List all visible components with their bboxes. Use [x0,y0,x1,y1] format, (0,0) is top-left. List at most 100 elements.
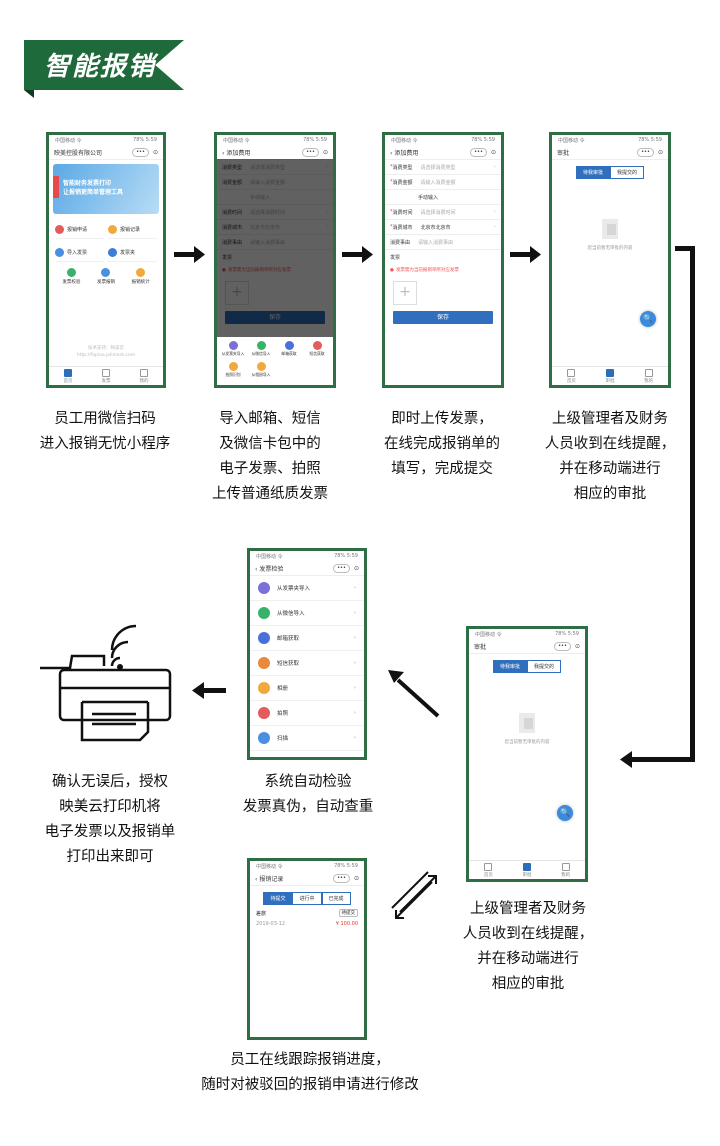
sheet-wechat[interactable]: 从微信导入 [247,341,275,360]
list-item-folder[interactable]: 从发票夹导入› [250,576,364,601]
field-label: 消费金额 [392,179,413,186]
close-icon[interactable]: ⊙ [353,564,359,572]
menu-folder[interactable]: 发票夹 [108,243,157,262]
modal-overlay[interactable] [217,159,333,337]
caption-line: 员工用微信扫码 [54,411,156,427]
tab-done[interactable]: 已完成 [321,892,351,905]
list-item-camera[interactable]: 拍照› [250,701,364,726]
status-left: 中国移动 令 [256,863,283,870]
record-row[interactable]: 差旅待提交 [250,905,364,921]
close-icon[interactable]: ⊙ [490,148,496,156]
list-item-wechat[interactable]: 从微信导入 › [250,601,364,626]
field-reason[interactable]: 消费事由请输入消费事由 [385,235,501,250]
list-item-album[interactable]: 相册› [250,676,364,701]
sheet-sms[interactable]: 短信获取 [303,341,331,360]
list-item-email[interactable]: 邮箱获取› [250,626,364,651]
more-icon[interactable]: ••• [132,147,149,157]
tab-approval[interactable]: 审批 [522,862,531,878]
more-icon[interactable]: ••• [470,147,487,157]
tab-draft[interactable]: 待提交 [263,892,293,905]
more-icon[interactable]: ••• [333,563,350,573]
sheet-folder[interactable]: 从发票夹导入 [219,341,247,360]
search-icon[interactable]: 🔍 [557,805,573,821]
field-manual[interactable]: 手动输入 [385,190,501,205]
arrow-records-approval [391,871,437,919]
arrow-1-to-2 [174,246,205,263]
menu-apply[interactable]: 报销申请 [55,220,104,239]
status-right: 78% 5:59 [133,137,157,143]
menu-label: 发票校验 [62,280,81,285]
tab-pending[interactable]: 待我审批 [492,660,527,673]
tab-pending[interactable]: 待我审批 [575,166,610,179]
check-icon [66,268,76,277]
close-icon[interactable]: ⊙ [353,874,359,882]
close-icon[interactable]: ⊙ [574,642,580,650]
field-amount[interactable]: *消费金额请输入消费金额 [385,175,501,190]
empty-doc-icon [519,713,535,733]
list-item-sms[interactable]: 短信获取› [250,651,364,676]
sms-icon [312,341,322,350]
menu-import[interactable]: 导入发票 [55,243,104,262]
sms-icon [258,657,270,669]
company-name: 映美控股有限公司 [54,149,103,157]
more-icon[interactable]: ••• [333,873,350,883]
menu-records[interactable]: 报销记录 [108,220,157,239]
save-button[interactable]: 保存 [393,311,493,324]
tab-in-progress[interactable]: 进行中 [292,892,322,905]
caption-step-3: 即时上传发票， 在线完成报销单的 填写，完成提交 [362,407,522,482]
sheet-label: 从相册导入 [251,372,271,377]
caption-line: 进入报销无忧小程序 [39,436,171,452]
menu-check[interactable]: 发票校验 [55,268,88,285]
tab-me[interactable]: 我的 [561,862,570,878]
album-icon [258,682,270,694]
tab-home[interactable]: 首页 [484,862,493,878]
tab-submitted[interactable]: 我提交的 [527,660,562,673]
more-icon[interactable]: ••• [554,641,571,651]
field-value: 请输入消费事由 [418,239,454,246]
form-title: ‹ 添加费用 [390,149,419,157]
sheet-album[interactable]: 从相册导入 [247,362,275,381]
check-title-text: 发票检验 [259,565,284,573]
field-city[interactable]: *消费城市北京市北京市› [385,220,501,235]
sheet-camera[interactable]: 拍照识别 [219,362,247,381]
tab-invoice[interactable]: 发票 [101,368,111,384]
approval-title: 审批 [474,643,487,651]
caption-line: 打印出来即可 [66,849,154,865]
sheet-label: 短信获取 [309,351,325,356]
add-attachment-button[interactable]: + [393,281,417,305]
record-amount: ¥ 100.00 [335,921,358,927]
search-icon[interactable]: 🔍 [640,311,656,327]
item-label: 从微信导入 [277,611,305,617]
field-time[interactable]: *消费时间请选择消费时间› [385,205,501,220]
tab-approval[interactable]: 审批 [605,368,614,384]
close-icon[interactable]: ⊙ [322,148,328,156]
invoice-icon [102,368,110,377]
field-type[interactable]: *消费类型请选择消费类型› [385,160,501,175]
chevron-right-icon: › [353,685,356,691]
tab-home[interactable]: 首页 [567,368,576,384]
more-icon[interactable]: ••• [637,147,654,157]
chevron-right-icon: › [353,610,356,616]
home-banner[interactable]: 智能财务发票打印 让报销更简单管理工具 [53,164,159,214]
menu-stats[interactable]: 报销统计 [124,268,157,285]
item-label: 从发票夹导入 [277,586,311,592]
close-icon[interactable]: ⊙ [657,148,663,156]
more-icon[interactable]: ••• [302,147,319,157]
menu-label: 报销记录 [120,226,141,233]
caption-line: 人员收到在线提醒， [462,926,594,942]
tab-label: 发票 [101,378,111,384]
sheet-email[interactable]: 邮箱获取 [275,341,303,360]
close-icon[interactable]: ⊙ [152,148,158,156]
tab-me[interactable]: 我的 [644,368,653,384]
menu-reimburse[interactable]: 发票报销 [90,268,123,285]
tab-submitted[interactable]: 我提交的 [610,166,645,179]
tab-home[interactable]: 首页 [64,368,73,384]
wechat-icon [256,341,266,350]
tab-me[interactable]: 我的 [140,368,149,384]
email-icon [284,341,294,350]
list-item-scan[interactable]: 扫描› [250,726,364,751]
